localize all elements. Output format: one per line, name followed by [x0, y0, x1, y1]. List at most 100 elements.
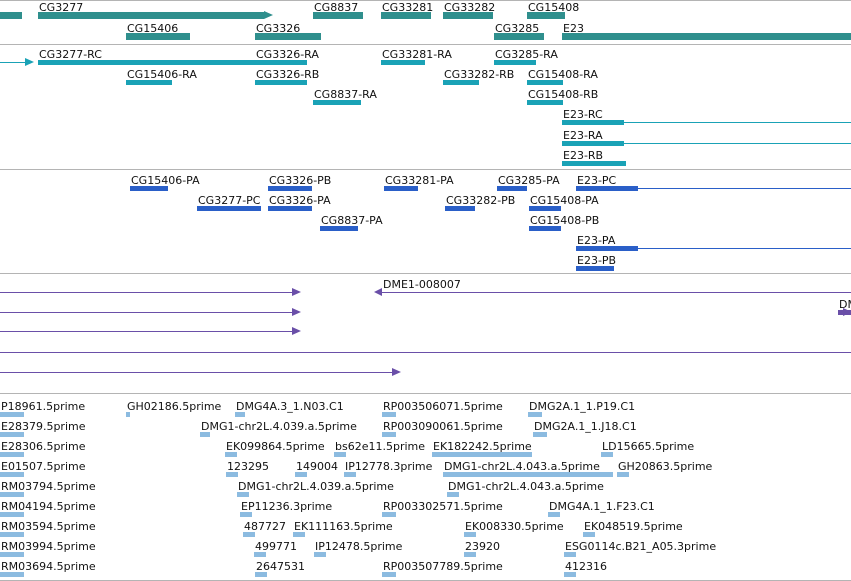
feature-label: CG15408: [528, 1, 580, 14]
feature-bar: [38, 60, 265, 65]
feature-label: E23-PB: [577, 254, 617, 267]
feature-bar: [255, 80, 307, 85]
feature-bar: [0, 472, 24, 477]
feature-bar: [382, 512, 396, 517]
feature-label: 499771: [255, 540, 297, 553]
feature-bar: [295, 472, 307, 477]
feature-bar: [564, 572, 576, 577]
feature-label: DMG2A.1_1.P19.C1: [529, 400, 636, 413]
track-divider: [0, 273, 851, 274]
feature-label: P18961.5prime: [1, 400, 86, 413]
feature-label: CG3285: [495, 22, 540, 35]
feature-bar: [320, 226, 358, 231]
feature-exon: [576, 186, 638, 191]
feature-label: EK182242.5prime: [433, 440, 532, 453]
feature-label: CG8837: [314, 1, 359, 14]
feature-bar: [255, 572, 267, 577]
feature-label: EK099864.5prime: [226, 440, 325, 453]
feature-bar: [268, 186, 312, 191]
feature-label: 2647531: [256, 560, 305, 573]
feature-bar: [0, 62, 25, 63]
strand-arrow-icon: [374, 288, 382, 296]
feature-bar: [0, 12, 22, 19]
feature-bar: [38, 12, 264, 19]
feature-bar: [432, 452, 532, 457]
feature-bar: [548, 512, 560, 517]
feature-bar: [382, 412, 396, 417]
feature-bar: [200, 432, 210, 437]
feature-bar: [384, 186, 418, 191]
feature-bar: [0, 532, 24, 537]
feature-label: CG3326-PA: [269, 194, 331, 207]
feature-label: E23-RA: [563, 129, 603, 142]
feature-label: CG3277: [39, 1, 84, 14]
feature-bar: [314, 552, 326, 557]
feature-label: 149004: [296, 460, 338, 473]
feature-bar: [0, 492, 24, 497]
feature-label: CG33281-PA: [385, 174, 454, 187]
feature-bar: [576, 188, 851, 189]
feature-label: bs62e11.5prime: [335, 440, 426, 453]
feature-label: EK111163.5prime: [294, 520, 393, 533]
feature-bar: [527, 100, 563, 105]
feature-bar: [268, 206, 312, 211]
feature-bar: [0, 372, 392, 373]
strand-arrow-icon: [292, 327, 301, 335]
feature-label: 123295: [227, 460, 269, 473]
feature-label: GH20863.5prime: [618, 460, 713, 473]
feature-label: RM03694.5prime: [1, 560, 96, 573]
track-divider: [0, 44, 851, 45]
feature-bar: [527, 80, 563, 85]
feature-label: CG33282: [444, 1, 496, 14]
strand-arrow-icon: [292, 308, 301, 316]
feature-bar: [226, 472, 238, 477]
feature-label: RM03794.5prime: [1, 480, 96, 493]
strand-arrow-icon: [392, 368, 401, 376]
feature-bar: [443, 12, 493, 19]
feature-bar: [601, 452, 613, 457]
feature-label: CG8837-RA: [314, 88, 377, 101]
feature-label: RM04194.5prime: [1, 500, 96, 513]
feature-label: E23-PC: [577, 174, 617, 187]
feature-label: CG3285-RA: [495, 48, 558, 61]
feature-label: E23: [563, 22, 584, 35]
feature-label: ESG0114c.B21_A05.3prime: [565, 540, 717, 553]
feature-bar: [240, 512, 252, 517]
feature-bar: [562, 33, 851, 40]
feature-label: DMG2A.1_1.J18.C1: [534, 420, 637, 433]
feature-exon: [562, 120, 624, 125]
feature-bar: [527, 12, 565, 19]
feature-bar: [464, 552, 476, 557]
feature-label: IP12778.3prime: [345, 460, 433, 473]
feature-bar: [0, 452, 24, 457]
feature-label: RP003090061.5prime: [383, 420, 503, 433]
feature-bar: [445, 206, 475, 211]
strand-arrow-icon: [292, 288, 301, 296]
feature-bar: [254, 552, 266, 557]
feature-bar: [0, 432, 24, 437]
feature-label: CG8837-PA: [321, 214, 383, 227]
feature-label: DMG4A.1_1.F23.C1: [549, 500, 655, 513]
feature-bar: [529, 226, 561, 231]
feature-bar: [497, 186, 527, 191]
feature-bar: [529, 206, 561, 211]
feature-label: CG33282-RB: [444, 68, 515, 81]
feature-label: DME1-008007: [383, 278, 461, 291]
feature-bar: [447, 492, 459, 497]
feature-bar: [617, 472, 629, 477]
feature-bar: [0, 412, 24, 417]
feature-label: LD15665.5prime: [602, 440, 695, 453]
feature-bar: [528, 412, 542, 417]
feature-label: RP003506071.5prime: [383, 400, 503, 413]
feature-bar: [0, 292, 292, 293]
feature-bar: [130, 186, 168, 191]
feature-label: GH02186.5prime: [127, 400, 222, 413]
feature-label: EP11236.3prime: [241, 500, 333, 513]
feature-bar: [562, 143, 851, 144]
feature-label: CG3326: [256, 22, 301, 35]
feature-bar: [464, 532, 476, 537]
feature-bar: [126, 80, 172, 85]
feature-bar: [293, 532, 305, 537]
feature-label: IP12478.5prime: [315, 540, 403, 553]
